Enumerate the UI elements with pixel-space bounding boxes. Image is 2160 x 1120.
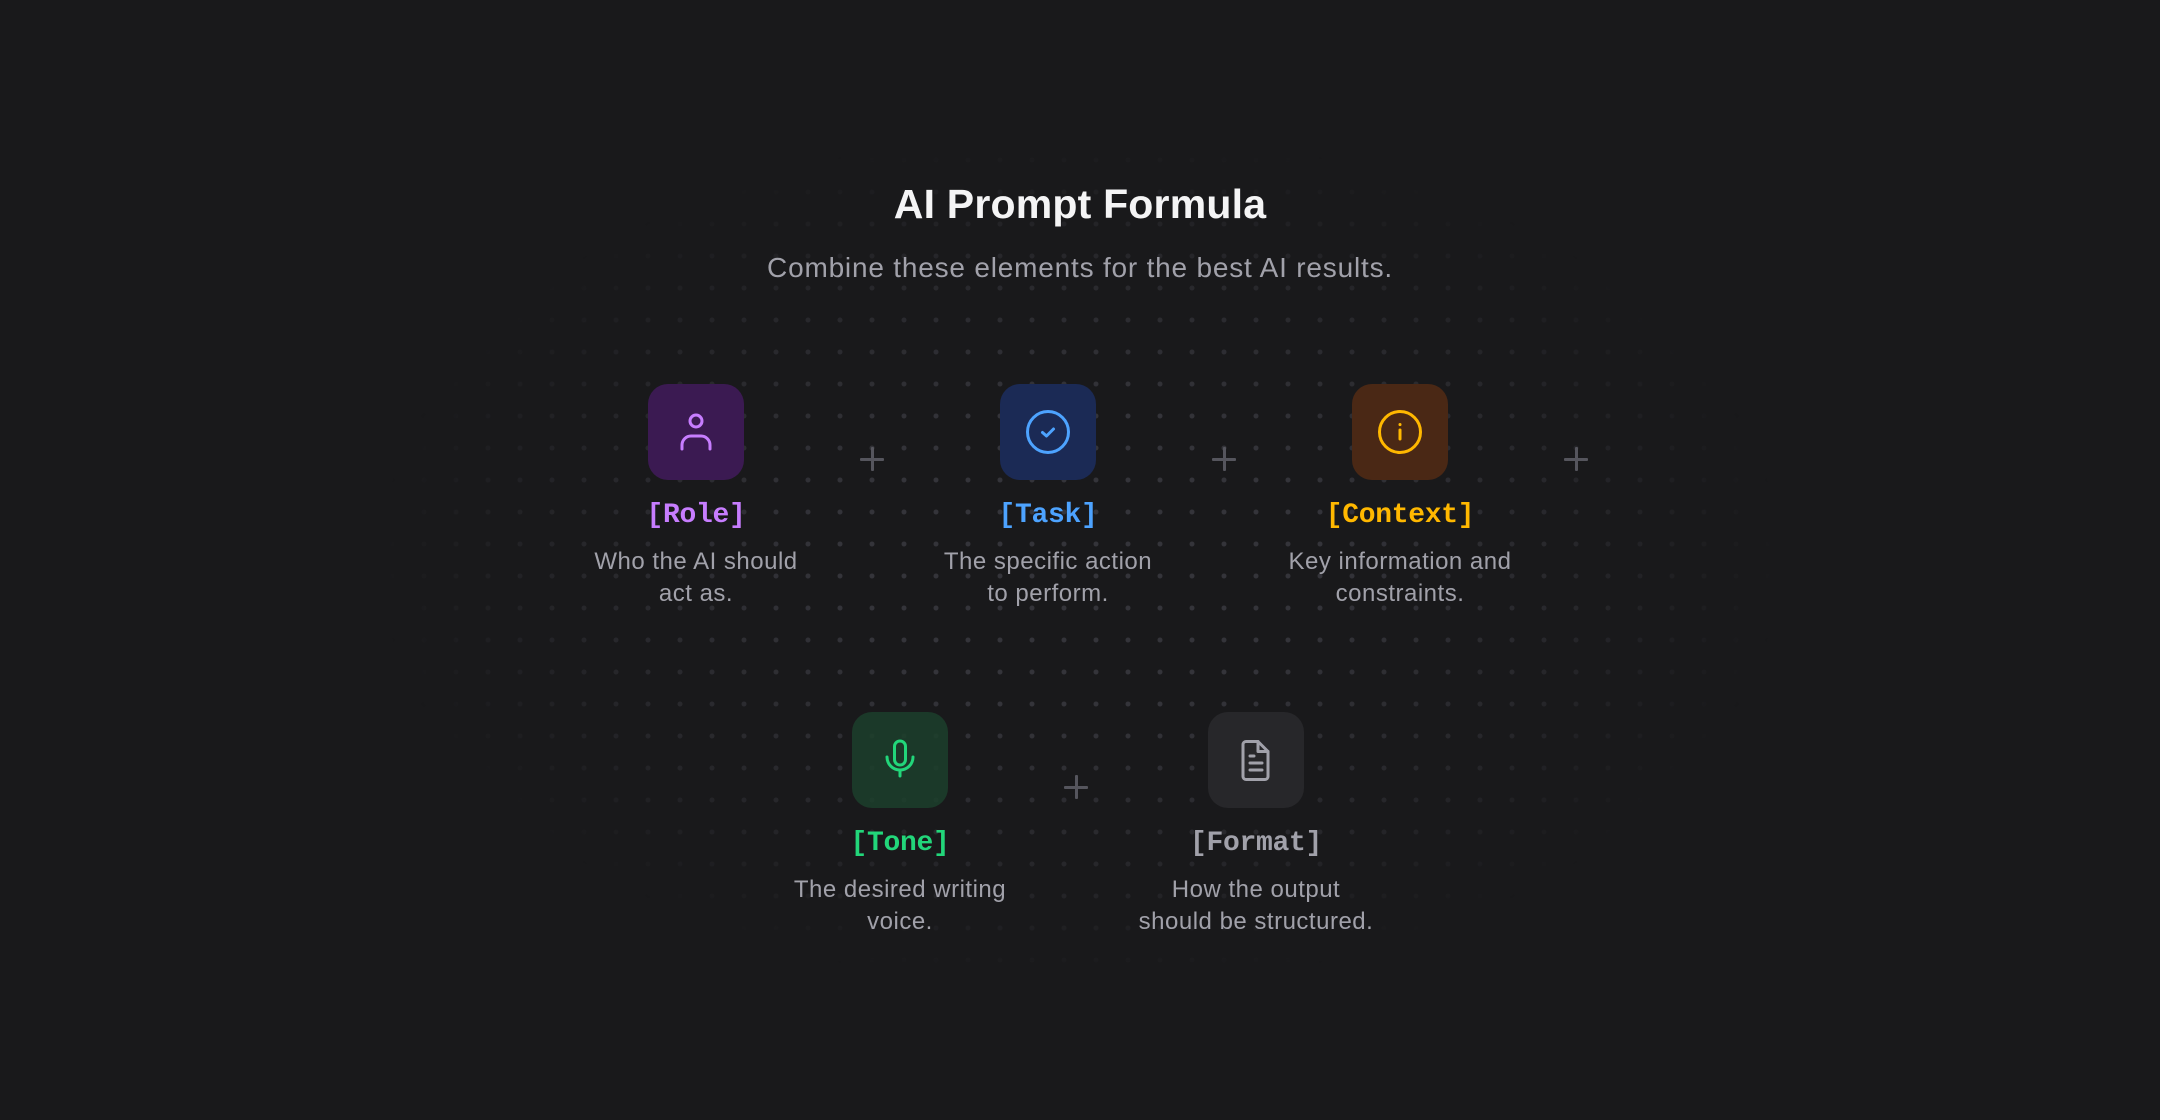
context-description-line-2: constraints. — [1335, 580, 1465, 607]
formula-element-task: [Task] The specific action to perform. — [898, 384, 1198, 610]
format-description: How the output should be structured. — [1121, 874, 1391, 938]
role-icon-box — [648, 384, 744, 480]
formula-element-tone: [Tone] The desired writing voice. — [750, 712, 1050, 938]
role-description-line-1: Who the AI should — [594, 548, 798, 575]
task-label: [Task] — [998, 500, 1098, 531]
format-description-line-1: How the output — [1171, 876, 1341, 903]
tone-description-line-2: voice. — [867, 908, 933, 935]
plus-icon — [1564, 447, 1588, 471]
tone-description: The desired writing voice. — [765, 874, 1035, 938]
context-icon-box — [1352, 384, 1448, 480]
plus-icon — [1064, 775, 1088, 799]
tone-icon-box — [852, 712, 948, 808]
microphone-icon — [885, 739, 915, 778]
role-label: [Role] — [646, 500, 746, 531]
info-circle-icon — [1378, 410, 1422, 454]
context-label: [Context] — [1325, 500, 1475, 531]
task-description-line-1: The specific action — [943, 548, 1153, 575]
plus-icon — [1212, 447, 1236, 471]
task-description-line-2: to perform. — [987, 580, 1109, 607]
role-description-line-2: act as. — [658, 580, 734, 607]
context-description: Key information and constraints. — [1265, 546, 1535, 610]
context-description-line-1: Key information and — [1288, 548, 1512, 575]
format-label: [Format] — [1189, 828, 1323, 859]
tone-description-line-1: The desired writing — [793, 876, 1007, 903]
check-circle-icon — [1026, 410, 1070, 454]
document-icon — [1241, 740, 1270, 781]
page-subtitle: Combine these elements for the best AI r… — [767, 252, 1393, 283]
person-icon — [680, 413, 712, 451]
plus-icon — [860, 447, 884, 471]
format-description-line-2: should be structured. — [1138, 908, 1374, 935]
formula-element-role: [Role] Who the AI should act as. — [546, 384, 846, 610]
formula-element-context: [Context] Key information and constraint… — [1250, 384, 1550, 610]
formula-element-format: [Format] How the output should be struct… — [1106, 712, 1406, 938]
tone-label: [Tone] — [850, 828, 950, 859]
task-icon-box — [1000, 384, 1096, 480]
task-description: The specific action to perform. — [913, 546, 1183, 610]
format-icon-box — [1208, 712, 1304, 808]
role-description: Who the AI should act as. — [561, 546, 831, 610]
page-title: AI Prompt Formula — [893, 181, 1267, 227]
